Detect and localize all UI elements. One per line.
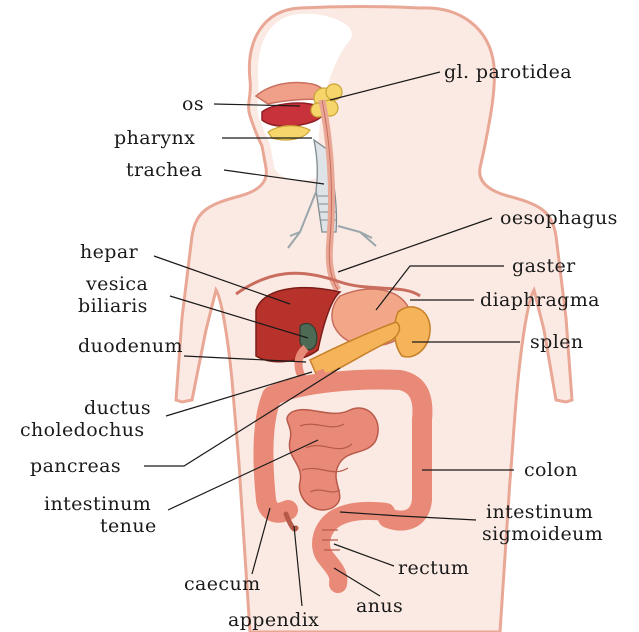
label-appendix: appendix bbox=[228, 609, 319, 631]
label-hepar: hepar bbox=[80, 241, 139, 263]
label-splen: splen bbox=[530, 331, 583, 353]
label-caecum: caecum bbox=[184, 573, 261, 595]
label-pancreas: pancreas bbox=[30, 455, 121, 477]
label-diaphragma: diaphragma bbox=[480, 289, 600, 311]
label-pharynx: pharynx bbox=[114, 127, 195, 149]
label-intestinum-tenue-1: intestinum bbox=[44, 493, 151, 515]
label-rectum: rectum bbox=[398, 557, 469, 579]
label-biliaris: biliaris bbox=[78, 295, 148, 317]
label-gl-parotidea: gl. parotidea bbox=[444, 61, 572, 83]
label-intestinum-sigmoideum-2: sigmoideum bbox=[482, 523, 603, 545]
label-vesica: vesica bbox=[85, 273, 148, 295]
label-trachea: trachea bbox=[126, 159, 202, 181]
label-os: os bbox=[182, 93, 204, 115]
label-anus: anus bbox=[356, 595, 403, 617]
label-intestinum-sigmoideum-1: intestinum bbox=[486, 501, 593, 523]
label-oesophagus: oesophagus bbox=[500, 207, 618, 229]
label-gaster: gaster bbox=[512, 255, 576, 277]
label-intestinum-tenue-2: tenue bbox=[100, 515, 157, 537]
label-ductus: ductus bbox=[84, 397, 151, 419]
label-colon: colon bbox=[524, 459, 578, 481]
label-duodenum: duodenum bbox=[78, 335, 183, 357]
label-choledochus: choledochus bbox=[20, 419, 145, 441]
